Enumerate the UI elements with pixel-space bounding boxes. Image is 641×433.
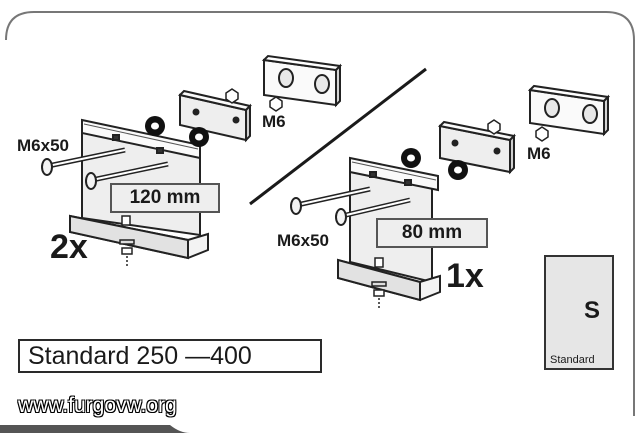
right-bolt-label: M6x50	[277, 231, 329, 250]
right-washers	[401, 148, 468, 180]
badge-letter: S	[584, 297, 601, 324]
divider-line	[249, 67, 427, 206]
left-small-screw	[119, 215, 135, 266]
website-watermark: www.furgovw.org	[18, 394, 177, 417]
bottom-tab	[0, 425, 190, 433]
right-clamp-block	[527, 84, 611, 137]
standard-badge: S Standard	[544, 255, 614, 370]
right-length-label: 80 mm	[376, 218, 488, 248]
left-quantity-label: 2x	[50, 228, 88, 266]
left-washers	[145, 116, 209, 147]
left-nuts	[225, 88, 283, 112]
standard-size-label: Standard 250 —400	[28, 341, 252, 370]
badge-caption: Standard	[550, 354, 595, 366]
left-bolt-label: M6x50	[17, 136, 69, 155]
left-bolts	[41, 147, 169, 190]
standard-size-box: Standard 250 —400	[18, 339, 322, 373]
left-clamp-block	[261, 54, 343, 108]
right-quantity-label: 1x	[446, 257, 484, 295]
right-bolts	[290, 186, 411, 226]
left-length-label: 120 mm	[110, 183, 220, 213]
right-nuts	[487, 119, 549, 142]
right-nut-label: M6	[527, 144, 551, 163]
frame-border	[5, 11, 635, 416]
right-small-screw	[371, 257, 387, 310]
left-nut-label: M6	[262, 112, 286, 131]
